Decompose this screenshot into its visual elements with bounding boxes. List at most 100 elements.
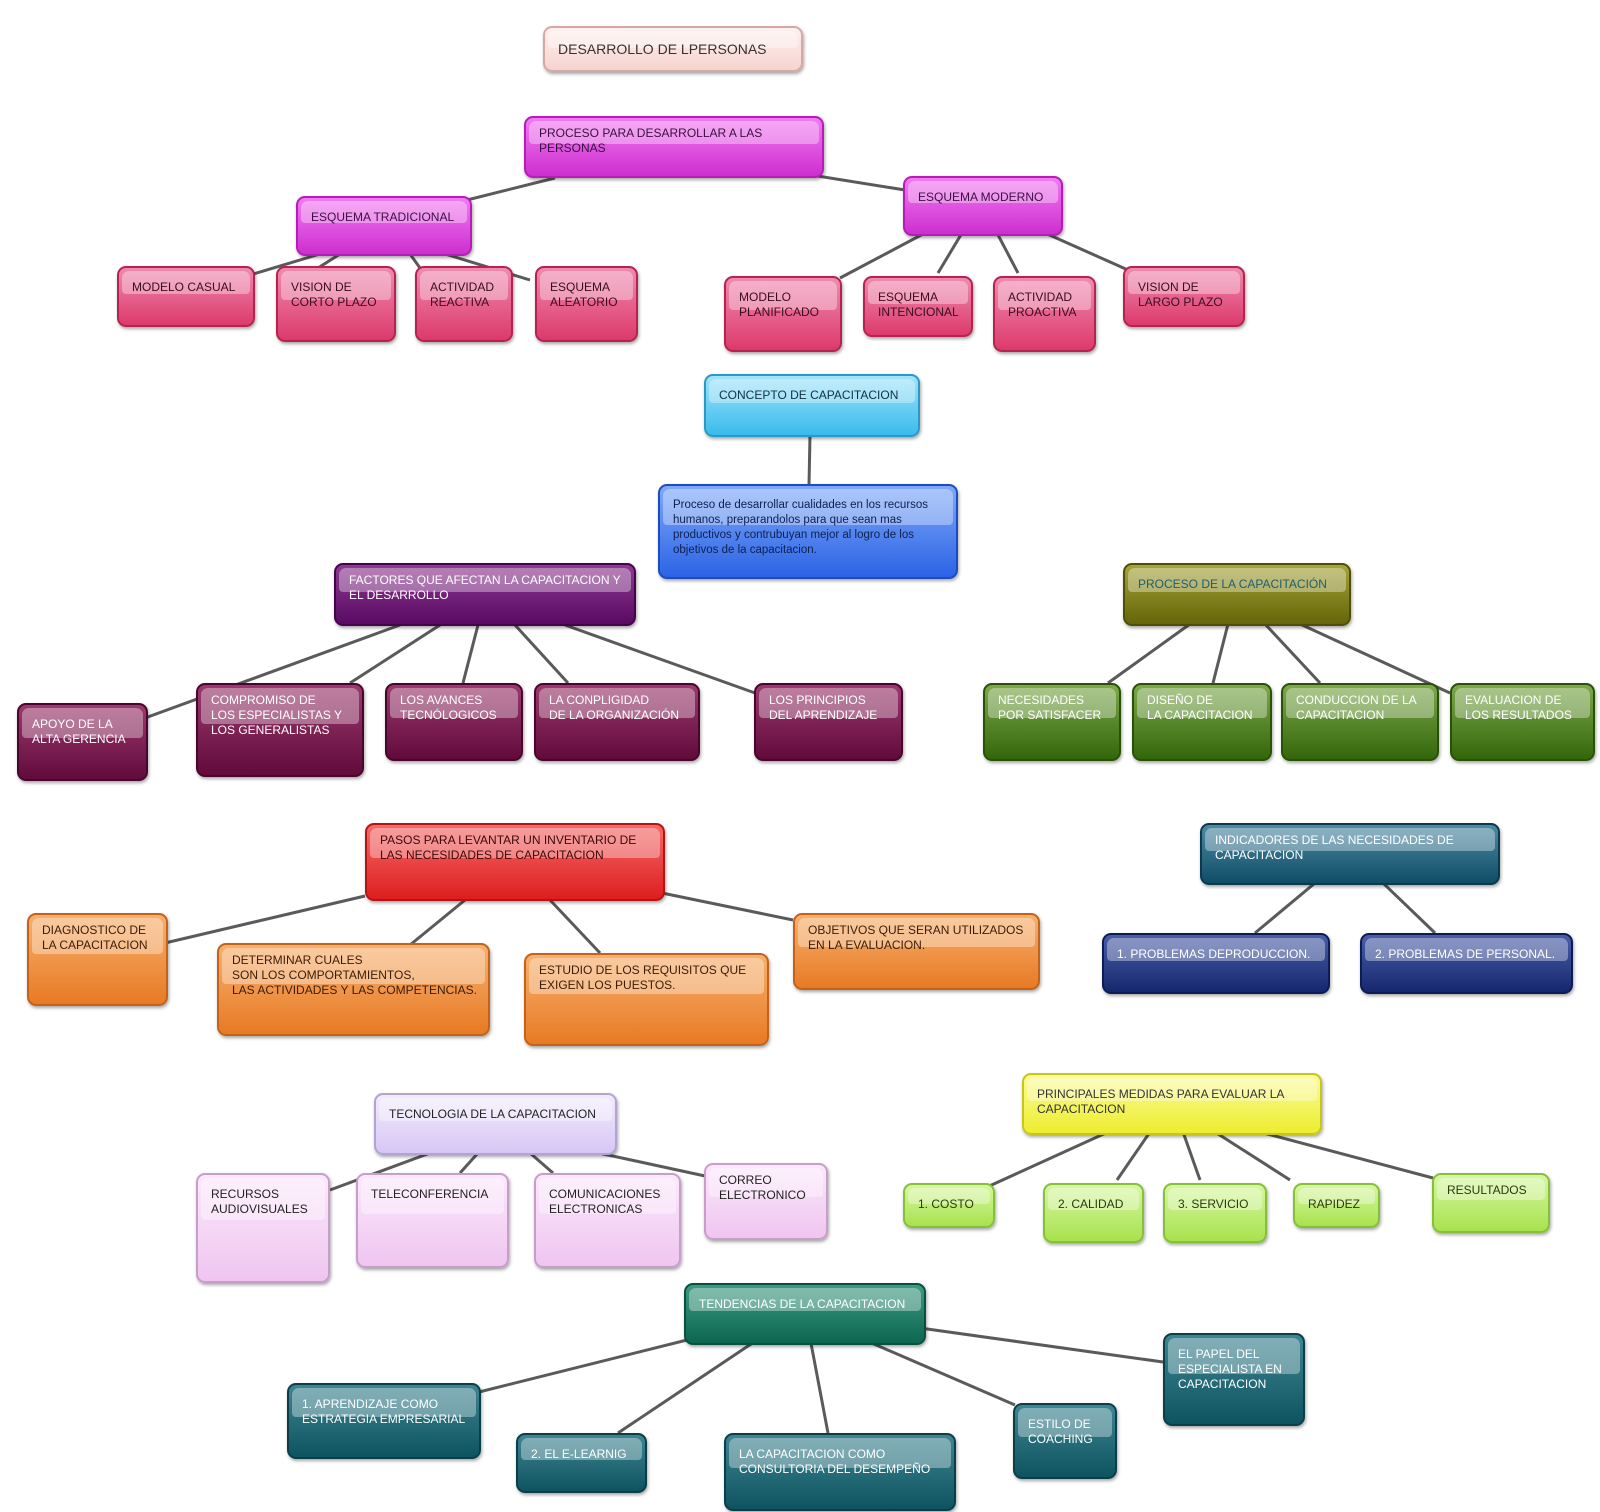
principios-node: LOS PRINCIPIOS DEL APRENDIZAJE <box>754 683 903 761</box>
node-text: 1. COSTO <box>918 1197 974 1211</box>
determinar-node: DETERMINAR CUALES SON LOS COMPORTAMIENTO… <box>217 943 490 1036</box>
node-text: TELECONFERENCIA <box>371 1187 489 1201</box>
edge <box>1181 1131 1202 1181</box>
indicadores-node: INDICADORES DE LAS NECESIDADES DE CAPACI… <box>1200 823 1500 885</box>
edge <box>936 232 964 274</box>
actividad-proactiva-node: ACTIVIDAD PROACTIVA <box>993 276 1096 352</box>
edge <box>1044 231 1129 272</box>
edge <box>984 1130 1109 1190</box>
evaluacion-node: EVALUACION DE LOS RESULTADOS <box>1450 683 1595 761</box>
node-text: RECURSOS AUDIOVISUALES <box>211 1187 308 1216</box>
node-text: CONCEPTO DE CAPACITACION <box>719 388 899 402</box>
node-text: ESQUEMA TRADICIONAL <box>311 210 455 224</box>
node-text: CORREO ELECTRONICO <box>719 1173 806 1202</box>
tendencias-node: TENDENCIAS DE LA CAPACITACION <box>684 1283 926 1345</box>
node-text: 1. APRENDIZAJE COMO ESTRATEGIA EMPRESARI… <box>302 1397 466 1426</box>
node-text: 2. EL E-LEARNIG <box>531 1447 627 1461</box>
node-text: PASOS PARA LEVANTAR UN INVENTARIO DE LAS… <box>380 833 637 862</box>
servicio-node: 3. SERVICIO <box>1163 1183 1267 1243</box>
node-text: ACTIVIDAD PROACTIVA <box>1008 290 1077 319</box>
node-text: DIAGNOSTICO DE LA CAPACITACION <box>42 923 148 952</box>
node-text: LOS PRINCIPIOS DEL APRENDIZAJE <box>769 693 878 722</box>
factores-node: FACTORES QUE AFECTAN LA CAPACITACION Y E… <box>334 563 636 626</box>
node-text: ESQUEMA INTENCIONAL <box>878 290 959 319</box>
compromiso-node: COMPROMISO DE LOS ESPECIALISTAS Y LOS GE… <box>196 683 364 777</box>
node-text: LA CONPLIGIDAD DE LA ORGANIZACIÓN <box>549 693 680 722</box>
esquema-intencional-node: ESQUEMA INTENCIONAL <box>863 276 973 337</box>
node-text: MODELO PLANIFICADO <box>739 290 820 319</box>
node-text: 2. CALIDAD <box>1058 1197 1124 1211</box>
edge <box>349 623 441 685</box>
problemas-produccion-node: 1. PROBLEMAS DEPRODUCCION. <box>1102 933 1330 994</box>
node-text: OBJETIVOS QUE SERAN UTILIZADOS EN LA EVA… <box>808 923 1024 952</box>
consultoria-node: LA CAPACITACION COMO CONSULTORIA DEL DES… <box>724 1433 956 1511</box>
edge <box>1107 622 1191 685</box>
node-text: COMPROMISO DE LOS ESPECIALISTAS Y LOS GE… <box>211 693 342 737</box>
edge <box>839 231 926 280</box>
correo-node: CORREO ELECTRONICO <box>704 1163 828 1240</box>
node-text: RAPIDEZ <box>1308 1197 1361 1211</box>
edge <box>1254 881 1316 935</box>
node-text: ESTUDIO DE LOS REQUISITOS QUE EXIGEN LOS… <box>539 963 747 992</box>
tecnologia-node: TECNOLOGIA DE LA CAPACITACION <box>374 1093 617 1155</box>
comunicaciones-node: COMUNICACIONES ELECTRONICAS <box>534 1173 681 1268</box>
node-text: LOS AVANCES TECNÓLOGICOS <box>400 693 497 722</box>
necesidades-node: NECESIDADES POR SATISFACER <box>983 683 1121 761</box>
objetivos-node: OBJETIVOS QUE SERAN UTILIZADOS EN LA EVA… <box>793 913 1040 990</box>
edge <box>548 898 602 955</box>
apoyo-node: APOYO DE LA ALTA GERENCIA <box>17 703 148 781</box>
medidas-node: PRINCIPALES MEDIDAS PARA EVALUAR LA CAPA… <box>1022 1073 1322 1135</box>
problemas-personal-node: 2. PROBLEMAS DE PERSONAL. <box>1360 933 1573 994</box>
edge <box>317 252 341 270</box>
rapidez-node: RAPIDEZ <box>1293 1183 1380 1228</box>
proceso-capacitacion-node: PROCESO DE LA CAPACITACIÓN <box>1123 563 1351 626</box>
calidad-node: 2. CALIDAD <box>1043 1183 1144 1243</box>
papel-node: EL PAPEL DEL ESPECIALISTA EN CAPACITACIO… <box>1163 1333 1305 1426</box>
edge <box>564 623 756 695</box>
node-text: ESQUEMA ALEATORIO <box>550 280 618 309</box>
edge <box>1115 1131 1152 1181</box>
node-text: EVALUACION DE LOS RESULTADOS <box>1465 693 1572 722</box>
teleconferencia-node: TELECONFERENCIA <box>356 1173 509 1268</box>
recursos-node: RECURSOS AUDIOVISUALES <box>196 1173 330 1283</box>
node-text: COMUNICACIONES ELECTRONICAS <box>549 1187 661 1216</box>
node-text: VISION DE CORTO PLAZO <box>291 280 377 309</box>
node-text: 3. SERVICIO <box>1178 1197 1249 1211</box>
node-text: 2. PROBLEMAS DE PERSONAL. <box>1375 947 1556 961</box>
concepto-node: CONCEPTO DE CAPACITACION <box>704 374 920 437</box>
esquema-moderno-node: ESQUEMA MODERNO <box>903 176 1063 236</box>
actividad-reactiva-node: ACTIVIDAD REACTIVA <box>415 266 513 342</box>
modelo-planificado-node: MODELO PLANIFICADO <box>724 276 842 352</box>
edge <box>1299 622 1451 695</box>
conduccion-node: CONDUCCION DE LA CAPACITACION <box>1281 683 1439 761</box>
diagnostico-node: DIAGNOSTICO DE LA CAPACITACION <box>27 913 168 1006</box>
node-text: RESULTADOS <box>1447 1183 1527 1197</box>
node-text: FACTORES QUE AFECTAN LA CAPACITACION Y E… <box>349 573 621 602</box>
edge <box>808 1337 830 1434</box>
avances-node: LOS AVANCES TECNÓLOGICOS <box>385 683 523 761</box>
node-text: ACTIVIDAD REACTIVA <box>430 280 495 309</box>
pasos-node: PASOS PARA LEVANTAR UN INVENTARIO DE LAS… <box>365 823 665 901</box>
node-text: ESTILO DE COACHING <box>1028 1417 1093 1446</box>
elearning-node: 2. EL E-LEARNIG <box>516 1433 647 1493</box>
esquema-tradicional-node: ESQUEMA TRADICIONAL <box>296 196 472 256</box>
proceso-node: PROCESO PARA DESARROLLAR A LAS PERSONAS <box>524 116 824 178</box>
node-text: DETERMINAR CUALES SON LOS COMPORTAMIENTO… <box>232 953 477 997</box>
edge <box>164 894 366 945</box>
edge <box>454 176 556 205</box>
node-text: CONDUCCION DE LA CAPACITACION <box>1296 693 1417 722</box>
edge <box>1211 623 1230 684</box>
estudio-node: ESTUDIO DE LOS REQUISITOS QUE EXIGEN LOS… <box>524 953 769 1046</box>
edge <box>529 1151 554 1175</box>
edge <box>474 1336 696 1395</box>
node-text: PROCESO PARA DESARROLLAR A LAS PERSONAS <box>539 126 763 155</box>
node-text: PROCESO DE LA CAPACITACIÓN <box>1138 577 1327 591</box>
edge <box>513 623 570 685</box>
edge <box>1214 1130 1291 1182</box>
node-text: PRINCIPALES MEDIDAS PARA EVALUAR LA CAPA… <box>1037 1087 1285 1116</box>
node-text: 1. PROBLEMAS DEPRODUCCION. <box>1117 947 1311 961</box>
node-text: DISEÑO DE LA CAPACITACION <box>1147 693 1253 722</box>
vision-largo-node: VISION DE LARGO PLAZO <box>1123 266 1245 327</box>
edge <box>661 891 794 922</box>
